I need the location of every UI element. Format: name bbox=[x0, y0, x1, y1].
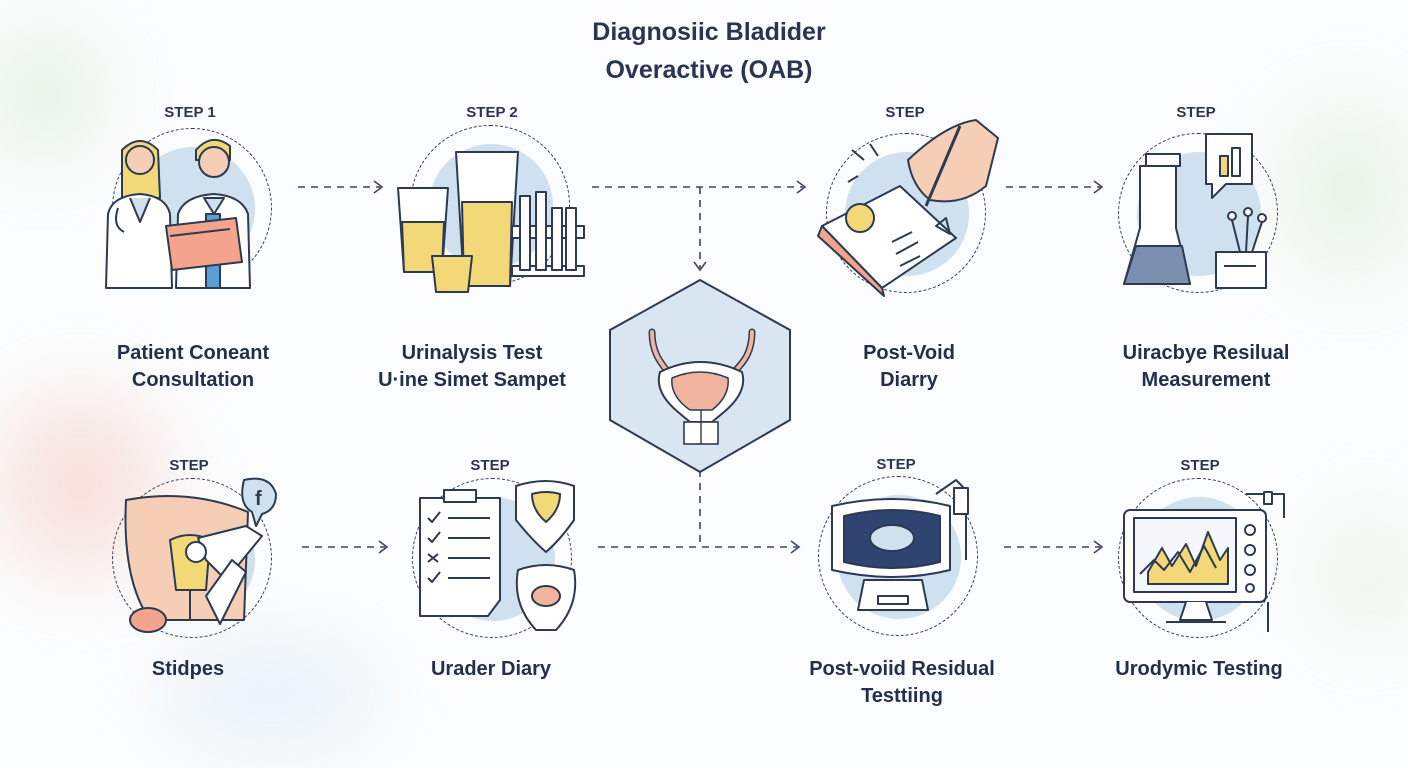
step-label: STEP bbox=[1180, 457, 1220, 474]
step-label: STEP bbox=[885, 104, 925, 121]
step-caption-line2: Testtiing bbox=[861, 685, 943, 707]
step-caption-line1: Urodymic Testing bbox=[1115, 658, 1283, 680]
svg-text:f: f bbox=[255, 488, 262, 510]
step-caption-line1: Urinalysis Test bbox=[401, 342, 543, 364]
diagram-title-line2: Overactive (OAB) bbox=[605, 56, 813, 84]
background-blob bbox=[1330, 520, 1408, 630]
diagram-title-line1: Diagnosiic Bladider bbox=[592, 18, 826, 46]
step-label: STEP bbox=[470, 457, 510, 474]
step-label: STEP bbox=[169, 457, 209, 474]
step-caption-line1: Urader Diary bbox=[430, 658, 552, 680]
step-caption-line1: Stidpes bbox=[151, 658, 225, 680]
step-caption-line2: U·ine Simet Sampet bbox=[378, 369, 566, 391]
step-caption-line2: Consultation bbox=[131, 369, 255, 391]
step-label: STEP bbox=[876, 456, 916, 473]
step-label: STEP bbox=[1176, 104, 1216, 121]
step-caption-line1: Uiracbye Resilual bbox=[1122, 342, 1290, 364]
step-label: STEP 2 bbox=[466, 104, 518, 121]
step-caption-line2: Measurement bbox=[1141, 369, 1271, 391]
step-caption-line1: Post-Void bbox=[863, 342, 955, 364]
step-caption-line2: Diarry bbox=[880, 369, 938, 391]
step-caption-line1: Post-voiid Residual bbox=[809, 658, 995, 680]
background-blob bbox=[1290, 110, 1408, 270]
step-label: STEP 1 bbox=[164, 104, 216, 121]
background-blob bbox=[160, 640, 380, 750]
step-caption-line1: Patient Coneant bbox=[116, 342, 270, 364]
background-blob bbox=[0, 40, 90, 150]
